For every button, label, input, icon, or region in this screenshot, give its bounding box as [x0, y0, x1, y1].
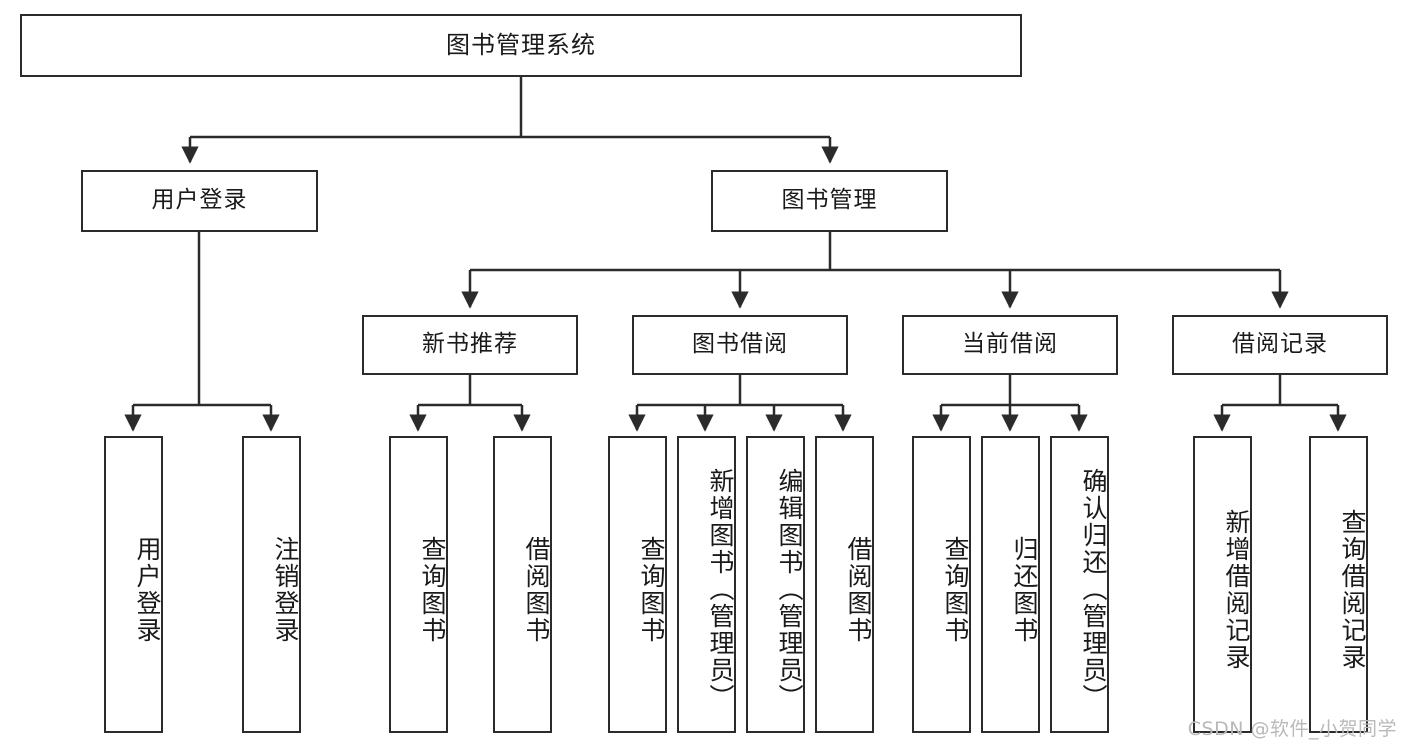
node-label: 借阅记录	[1232, 331, 1328, 358]
node-book-management[interactable]: 图书管理	[711, 170, 948, 232]
node-label: 借阅图书	[844, 535, 873, 644]
node-user-login[interactable]: 用户登录	[81, 170, 318, 232]
node-label: 当前借阅	[962, 331, 1058, 358]
watermark-text: CSDN @软件_小贺同学	[1187, 718, 1397, 740]
node-label: 用户登录	[151, 187, 248, 214]
leaf-book-borrow-borrow[interactable]: 借阅图书	[815, 436, 874, 733]
node-label: 图书借阅	[692, 331, 788, 358]
leaf-book-borrow-query[interactable]: 查询图书	[608, 436, 667, 733]
leaf-book-borrow-edit[interactable]: 编辑图书（管理员）	[746, 436, 805, 733]
leaf-borrow-record-query[interactable]: 查询借阅记录	[1309, 436, 1368, 733]
leaf-book-borrow-add[interactable]: 新增图书（管理员）	[677, 436, 736, 733]
leaf-current-borrow-query[interactable]: 查询图书	[912, 436, 971, 733]
node-label: 新增借阅记录	[1222, 508, 1251, 671]
node-label: 确认归还（管理员）	[1079, 468, 1108, 711]
node-label: 图书管理	[781, 187, 878, 214]
leaf-user-login-logout[interactable]: 注销登录	[242, 436, 301, 733]
node-new-book-recommend[interactable]: 新书推荐	[362, 315, 578, 375]
node-book-borrow[interactable]: 图书借阅	[632, 315, 848, 375]
node-label: 编辑图书（管理员）	[775, 468, 804, 711]
node-label: 查询借阅记录	[1338, 508, 1367, 671]
node-label: 归还图书	[1010, 535, 1039, 644]
leaf-current-borrow-confirm-return[interactable]: 确认归还（管理员）	[1050, 436, 1109, 733]
node-label: 新增图书（管理员）	[706, 468, 735, 711]
node-label: 用户登录	[133, 535, 162, 644]
node-label: 查询图书	[637, 535, 666, 644]
leaf-new-book-query[interactable]: 查询图书	[389, 436, 448, 733]
node-label: 注销登录	[271, 535, 300, 644]
leaf-new-book-borrow[interactable]: 借阅图书	[493, 436, 552, 733]
node-current-borrow[interactable]: 当前借阅	[902, 315, 1118, 375]
node-label: 借阅图书	[522, 535, 551, 644]
leaf-current-borrow-return[interactable]: 归还图书	[981, 436, 1040, 733]
node-borrow-record[interactable]: 借阅记录	[1172, 315, 1388, 375]
leaf-user-login-login[interactable]: 用户登录	[104, 436, 163, 733]
node-root-system[interactable]: 图书管理系统	[20, 14, 1022, 77]
node-label: 查询图书	[418, 535, 447, 644]
node-label: 图书管理系统	[446, 31, 596, 60]
node-label: 查询图书	[941, 535, 970, 644]
leaf-borrow-record-add[interactable]: 新增借阅记录	[1193, 436, 1252, 733]
node-label: 新书推荐	[422, 331, 518, 358]
